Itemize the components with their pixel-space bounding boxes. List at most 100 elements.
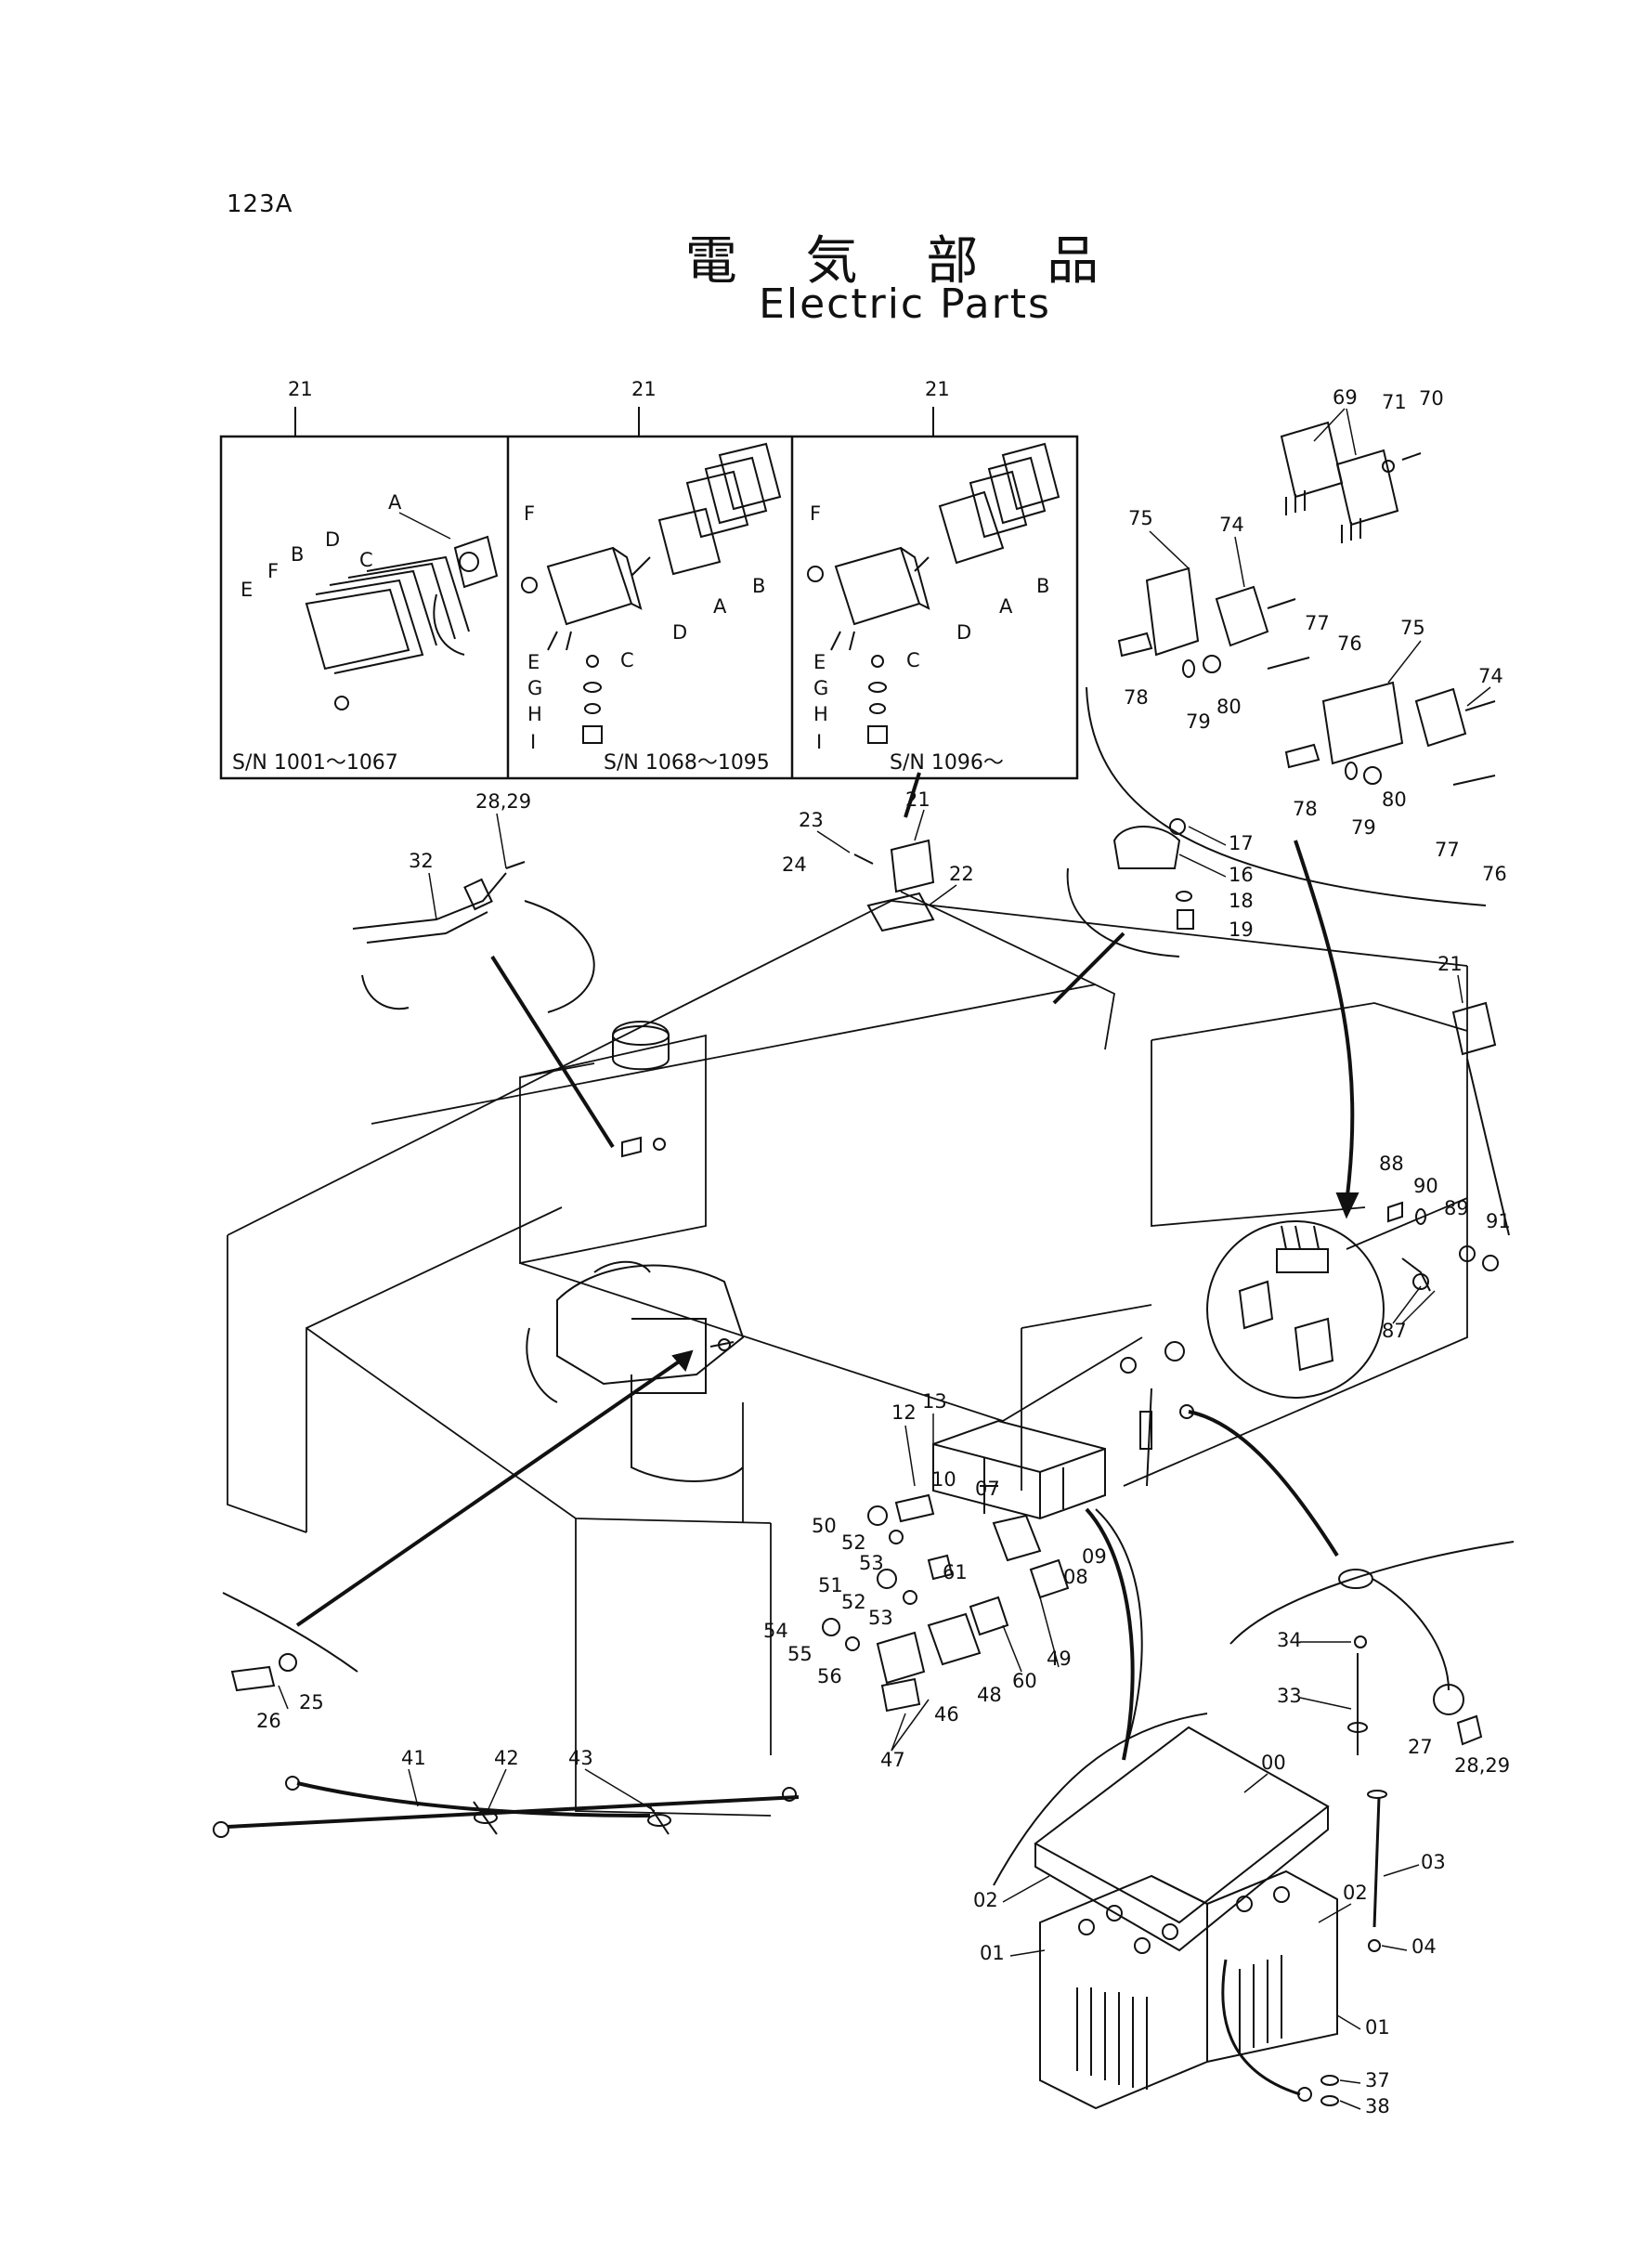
callout-lamp1-F: F bbox=[267, 560, 279, 582]
callout-lamp1-E: E bbox=[241, 579, 253, 601]
callout-control-60: 60 bbox=[1012, 1670, 1037, 1692]
callout-lamp3-G: G bbox=[813, 677, 828, 699]
callout-lamp3-F: F bbox=[810, 502, 821, 525]
callout-engine-sensor-25: 25 bbox=[299, 1691, 324, 1713]
callout-leader-lines bbox=[278, 408, 1491, 2110]
callout-sender-17: 17 bbox=[1229, 832, 1254, 854]
callout-relay-71: 71 bbox=[1382, 391, 1407, 413]
callout-work-light-24: 24 bbox=[782, 853, 807, 876]
callout-lamp2-F: F bbox=[524, 502, 535, 525]
callout-control-51: 51 bbox=[818, 1574, 843, 1596]
callout-lamp3-H: H bbox=[813, 703, 828, 725]
callout-control-53b: 53 bbox=[868, 1607, 893, 1629]
callout-lamp2-I: I bbox=[530, 731, 536, 753]
callout-control-08: 08 bbox=[1063, 1566, 1088, 1588]
callout-lamp3-A: A bbox=[999, 595, 1013, 618]
battery-detail-outline bbox=[993, 1713, 1208, 1886]
callout-lamp2-G: G bbox=[527, 677, 542, 699]
control-box-outline-curve bbox=[1095, 1508, 1143, 1756]
callout-switch-upper-79: 79 bbox=[1186, 710, 1211, 733]
callout-panel-3: 21 bbox=[925, 378, 950, 400]
callout-lamp3-I: I bbox=[816, 731, 822, 753]
callout-side-light-91: 91 bbox=[1486, 1210, 1511, 1232]
callout-lamp3-E: E bbox=[813, 651, 826, 673]
callout-relay-70: 70 bbox=[1419, 387, 1444, 410]
callout-battery-04: 04 bbox=[1411, 1935, 1437, 1958]
callout-control-13: 13 bbox=[922, 1390, 947, 1413]
lamp-variants-panel bbox=[219, 407, 1079, 780]
harness-detail bbox=[352, 861, 595, 1013]
engine-sensor-arrowhead bbox=[671, 1349, 694, 1372]
callout-battery-01-right: 01 bbox=[1365, 2016, 1390, 2039]
callout-fuel-sender-28-29: 28,29 bbox=[1454, 1754, 1510, 1777]
callout-harness-32: 32 bbox=[409, 850, 434, 872]
callout-battery-38: 38 bbox=[1365, 2095, 1390, 2117]
battery-cables bbox=[213, 1776, 800, 1838]
callout-fuel-sender-27: 27 bbox=[1408, 1736, 1433, 1758]
callout-side-light-21: 21 bbox=[1437, 953, 1463, 975]
switch-leader-arrowhead bbox=[1335, 1192, 1359, 1219]
callout-labels: 21 21 21 A B C D E F F A B C D E G H I F… bbox=[232, 378, 1511, 2117]
callout-lamp3-D: D bbox=[956, 621, 971, 644]
callout-switch-upper-77: 77 bbox=[1305, 612, 1330, 634]
battery-assembly bbox=[1034, 1726, 1387, 2110]
callout-control-12: 12 bbox=[891, 1401, 917, 1424]
callout-switch-upper-78: 78 bbox=[1124, 686, 1149, 709]
callout-work-light-22: 22 bbox=[949, 863, 974, 885]
callout-control-61: 61 bbox=[943, 1561, 968, 1583]
callout-control-52a: 52 bbox=[841, 1531, 866, 1554]
callout-work-light-23: 23 bbox=[799, 809, 824, 831]
switch-bracket-detail-outline bbox=[1086, 686, 1487, 906]
callout-battery-37: 37 bbox=[1365, 2069, 1390, 2091]
work-lamp-variant-1 bbox=[305, 535, 499, 710]
callout-sender-16: 16 bbox=[1229, 864, 1254, 886]
callout-lamp1-C: C bbox=[359, 549, 373, 571]
page-title-japanese: 電 気 部 品 bbox=[684, 231, 1125, 292]
callout-cable-41: 41 bbox=[401, 1747, 426, 1769]
callout-lamp2-E: E bbox=[527, 651, 540, 673]
callout-battery-03: 03 bbox=[1421, 1851, 1446, 1873]
callout-switch-upper-80: 80 bbox=[1216, 696, 1242, 718]
switch-assembly-lower bbox=[1284, 681, 1496, 786]
callout-battery-02-right: 02 bbox=[1343, 1882, 1368, 1904]
callout-control-50: 50 bbox=[812, 1515, 837, 1537]
battery-leader-arrow bbox=[1085, 1507, 1135, 1761]
sender-detail bbox=[1066, 818, 1194, 958]
callout-fuel-sender-33: 33 bbox=[1277, 1685, 1302, 1707]
callout-lamp2-A: A bbox=[713, 595, 727, 618]
fuel-sender-leader bbox=[1188, 1410, 1339, 1557]
callout-switch-lower-75: 75 bbox=[1400, 617, 1425, 639]
callout-side-light-88: 88 bbox=[1379, 1153, 1404, 1175]
serial-range-3: S/N 1096～ bbox=[890, 751, 1004, 775]
callout-lamp2-H: H bbox=[527, 703, 542, 725]
work-lamp-variant-3 bbox=[807, 442, 1060, 744]
callout-cable-43: 43 bbox=[568, 1747, 593, 1769]
callout-control-55: 55 bbox=[787, 1643, 813, 1665]
callout-control-53a: 53 bbox=[859, 1552, 884, 1574]
callout-lamp1-D: D bbox=[325, 528, 340, 551]
callout-lamp2-D: D bbox=[672, 621, 687, 644]
fuel-sender-detail-outline bbox=[1229, 1541, 1515, 1645]
hydraulic-tank bbox=[612, 1021, 670, 1158]
callout-control-48: 48 bbox=[977, 1684, 1002, 1706]
callout-panel-1: 21 bbox=[288, 378, 313, 400]
callout-battery-01-left: 01 bbox=[980, 1942, 1005, 1964]
callout-control-54: 54 bbox=[763, 1620, 788, 1642]
callout-engine-sensor-26: 26 bbox=[256, 1710, 281, 1732]
relay-socket-detail bbox=[1206, 1201, 1499, 1399]
callout-lamp1-A: A bbox=[388, 491, 402, 514]
controller-box bbox=[822, 1419, 1106, 1713]
fuel-sender-detail bbox=[1338, 1569, 1483, 1755]
callout-switch-upper-75: 75 bbox=[1128, 507, 1153, 529]
callout-relay-69: 69 bbox=[1333, 386, 1358, 409]
callout-battery-00: 00 bbox=[1261, 1752, 1286, 1774]
switch-assembly-upper bbox=[1117, 567, 1310, 678]
engine-block bbox=[526, 1260, 745, 1482]
callout-switch-lower-77: 77 bbox=[1435, 839, 1460, 861]
callout-switch-upper-76: 76 bbox=[1337, 632, 1362, 655]
callout-switch-lower-76: 76 bbox=[1482, 863, 1507, 885]
sender-leader-arrow bbox=[1052, 932, 1125, 1005]
callout-control-56: 56 bbox=[817, 1665, 842, 1687]
callout-harness-28-29: 28,29 bbox=[475, 790, 531, 813]
